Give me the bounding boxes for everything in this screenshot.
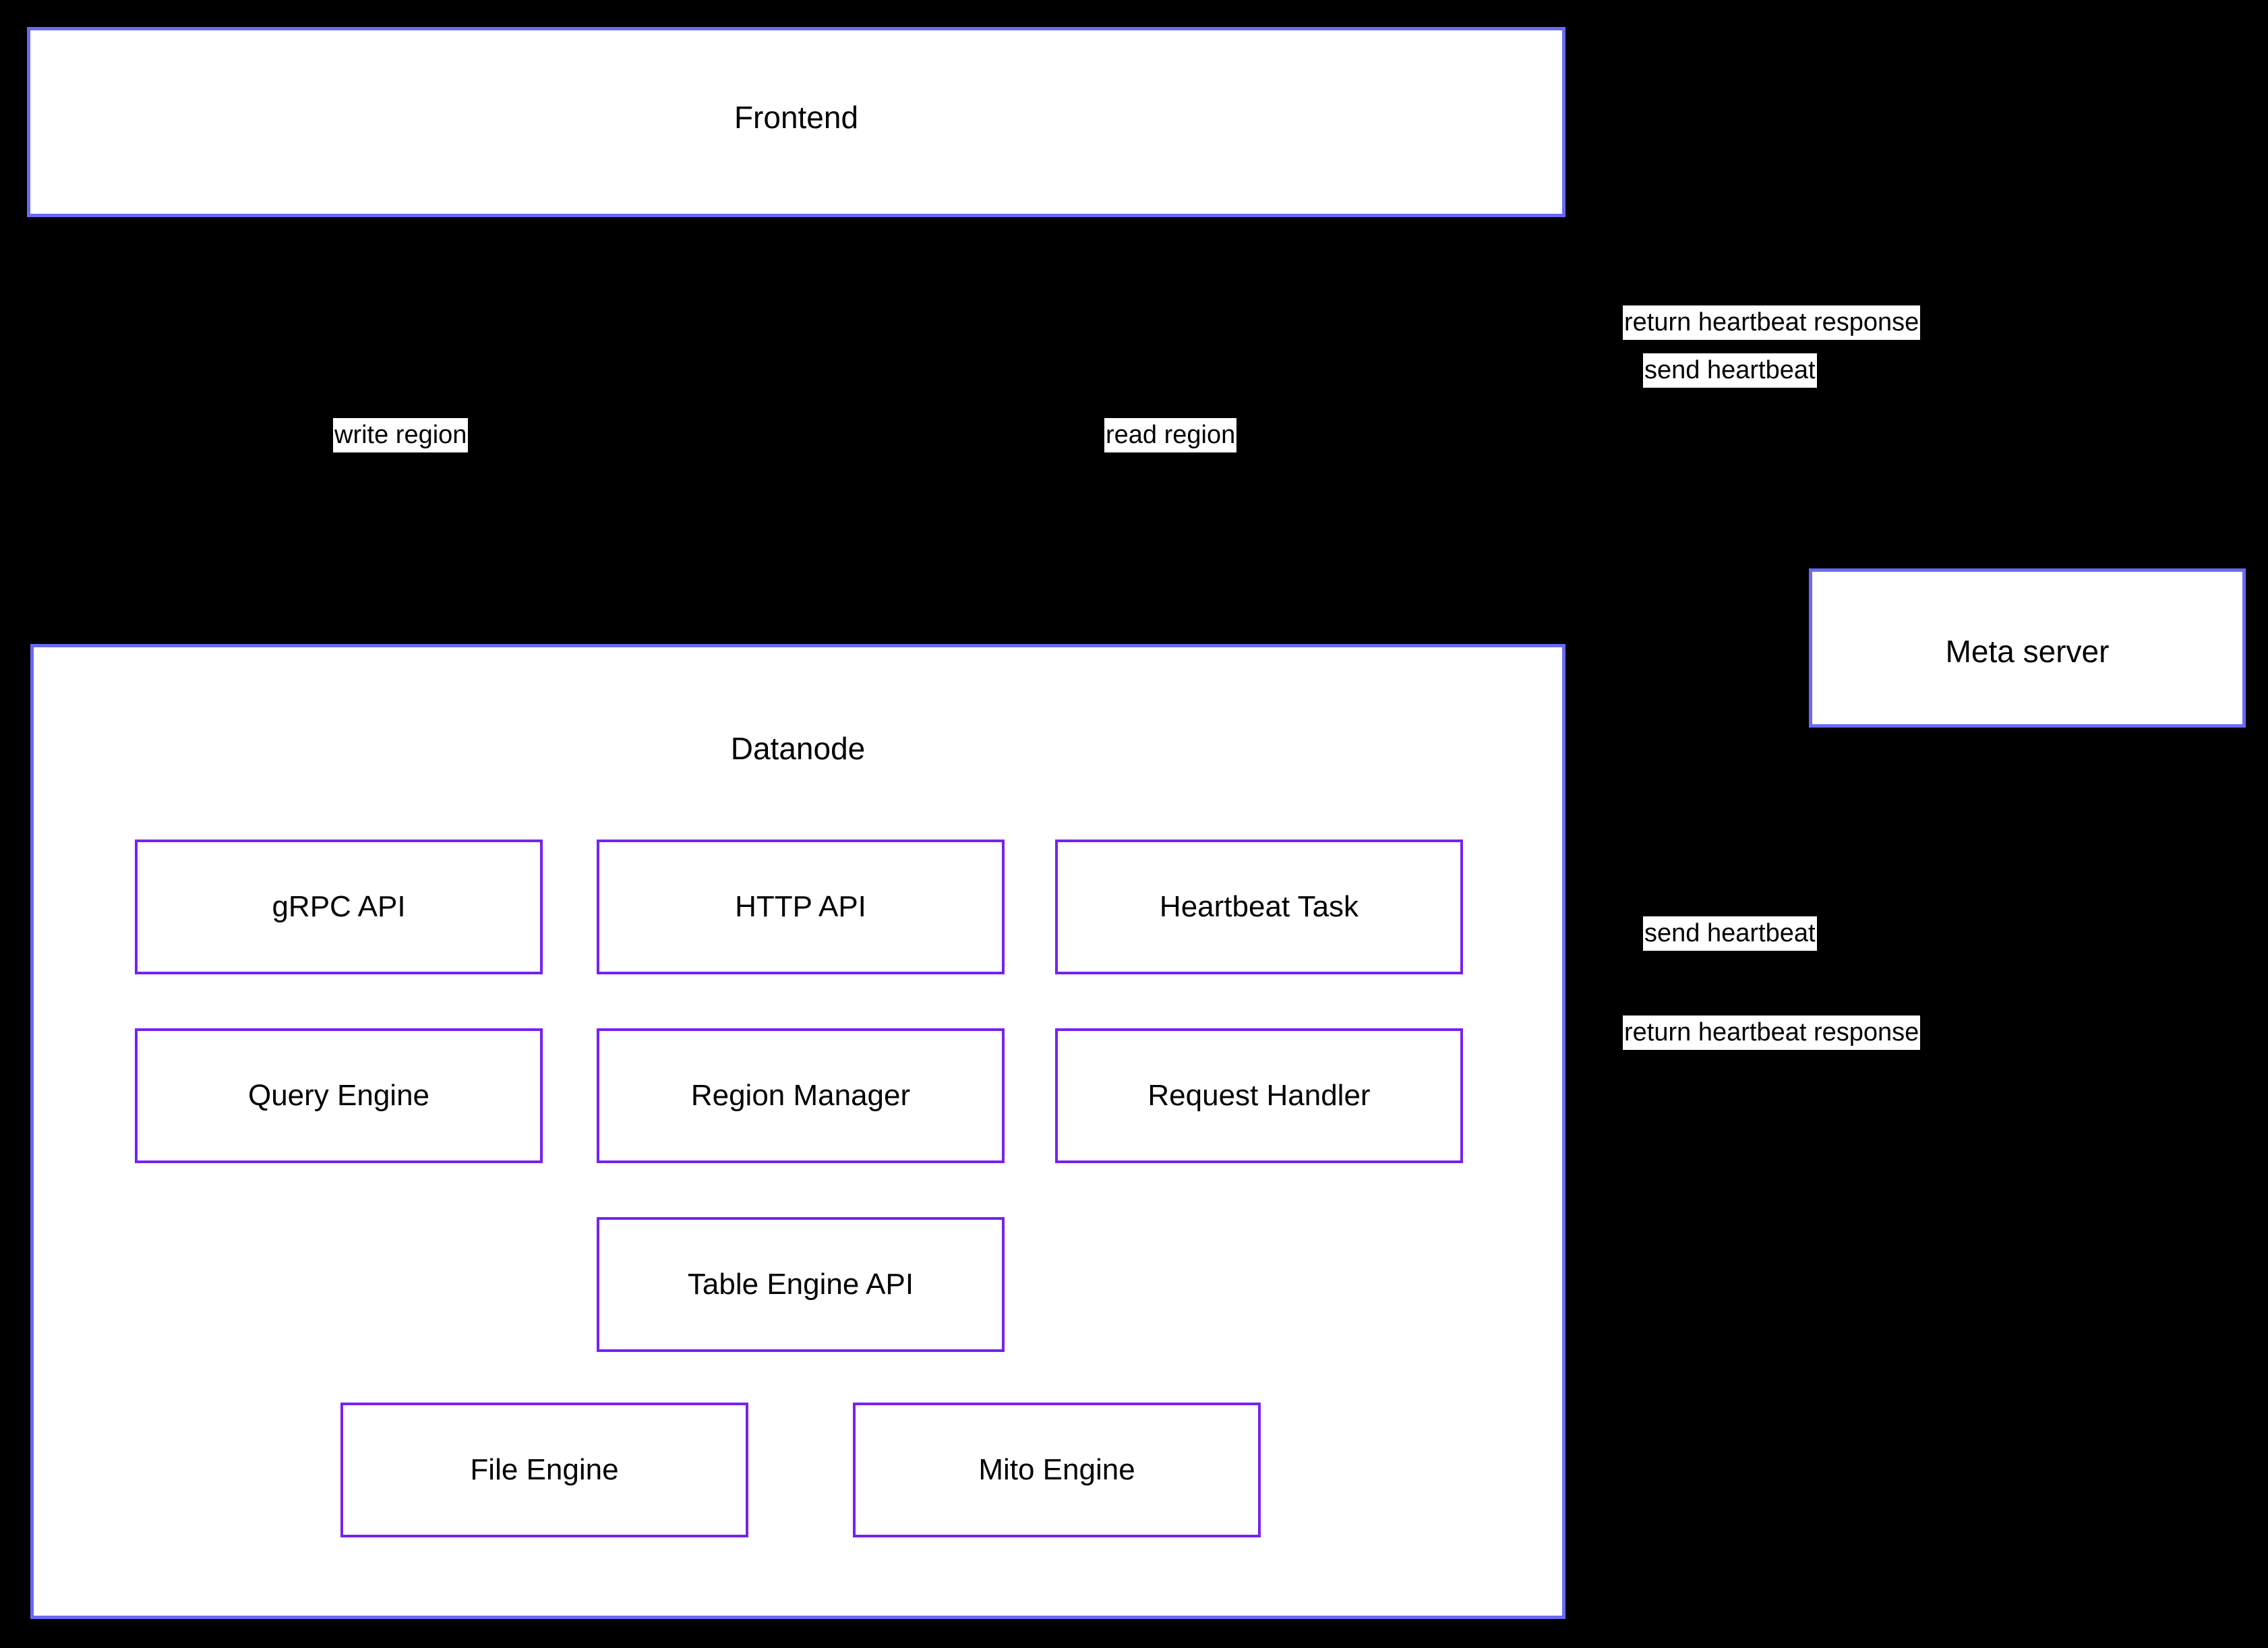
component-file-engine-label: File Engine <box>470 1453 619 1486</box>
component-heartbeat-task-label: Heartbeat Task <box>1159 890 1359 923</box>
edge-label-write-region: write region <box>333 418 469 453</box>
edge-label-datanode-return-heartbeat-response: return heartbeat response <box>1623 1016 1921 1051</box>
node-frontend-label: Frontend <box>734 100 859 135</box>
edge-label-frontend-return-heartbeat-response: return heartbeat response <box>1623 305 1921 341</box>
edge-label-frontend-send-heartbeat: send heartbeat <box>1643 353 1817 388</box>
component-table-engine-api-label: Table Engine API <box>687 1268 914 1301</box>
component-mito-engine-label: Mito Engine <box>978 1453 1135 1486</box>
component-table-engine-api[interactable]: Table Engine API <box>597 1217 1005 1352</box>
node-datanode[interactable]: Datanode gRPC API HTTP API Heartbeat Tas… <box>30 644 1565 1619</box>
component-query-engine[interactable]: Query Engine <box>135 1028 543 1163</box>
component-request-handler-label: Request Handler <box>1147 1079 1371 1112</box>
edge-label-datanode-send-heartbeat: send heartbeat <box>1643 916 1817 951</box>
edge-label-read-region: read region <box>1104 418 1237 453</box>
node-meta-server-label: Meta server <box>1945 634 2110 669</box>
component-grpc-api[interactable]: gRPC API <box>135 840 543 974</box>
component-file-engine[interactable]: File Engine <box>340 1403 748 1537</box>
node-meta-server[interactable]: Meta server <box>1809 568 2246 728</box>
component-region-manager[interactable]: Region Manager <box>597 1028 1005 1163</box>
node-frontend[interactable]: Frontend <box>27 27 1565 217</box>
component-mito-engine[interactable]: Mito Engine <box>853 1403 1261 1537</box>
edge-datanode-return-heartbeat-response <box>1564 728 1944 1304</box>
node-datanode-label: Datanode <box>730 731 866 766</box>
component-request-handler[interactable]: Request Handler <box>1055 1028 1463 1163</box>
component-http-api[interactable]: HTTP API <box>597 840 1005 974</box>
component-query-engine-label: Query Engine <box>247 1079 430 1112</box>
component-http-api-label: HTTP API <box>735 890 866 923</box>
component-region-manager-label: Region Manager <box>690 1079 911 1112</box>
component-heartbeat-task[interactable]: Heartbeat Task <box>1055 840 1463 974</box>
component-grpc-api-label: gRPC API <box>272 890 406 923</box>
